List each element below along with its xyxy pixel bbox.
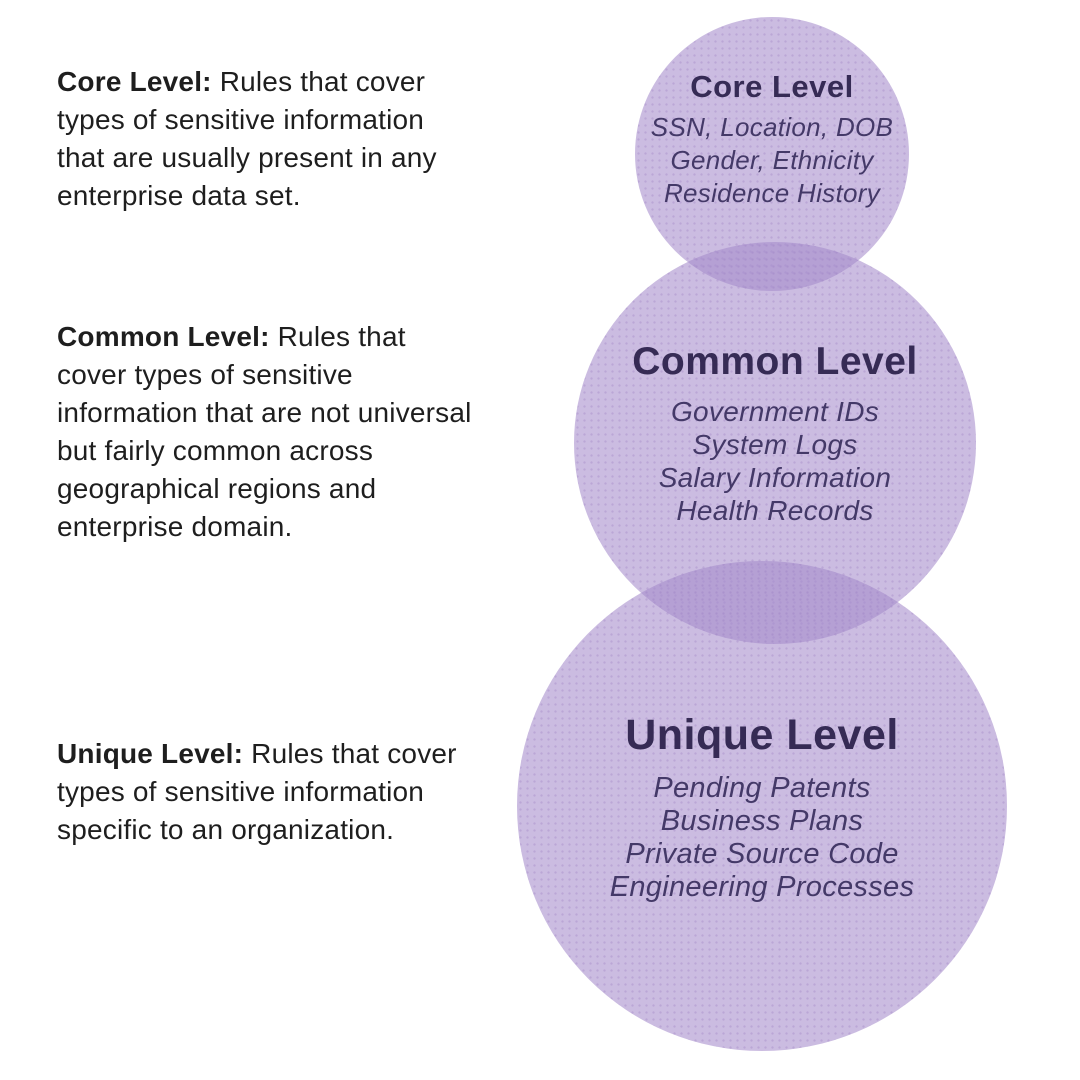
common-level-circle-title: Common Level [632,340,918,383]
unique-level-circle: Unique Level Pending Patents Business Pl… [517,561,1007,1051]
common-level-circle-items: Government IDs System Logs Salary Inform… [659,395,892,527]
common-level-description-label: Common Level: [57,321,270,352]
common-level-description-text: Rules that cover types of sensitive info… [57,321,472,542]
unique-level-description: Unique Level: Rules that cover types of … [57,735,477,849]
core-level-description-text: Rules that cover types of sensitive info… [57,66,437,211]
core-level-description-label: Core Level: [57,66,212,97]
core-level-circle: Core Level SSN, Location, DOB Gender, Et… [635,17,909,291]
circle-item: System Logs [692,428,858,460]
circle-item: Salary Information [658,461,892,493]
unique-level-description-label: Unique Level: [57,738,244,769]
unique-level-circle-title: Unique Level [625,711,899,759]
common-level-description: Common Level: Rules that cover types of … [57,318,477,546]
circle-item: Engineering Processes [609,871,915,904]
unique-level-description-text: Rules that cover types of sensitive info… [57,738,457,845]
circle-item: Pending Patents [653,772,871,805]
unique-level-circle-items: Pending Patents Business Plans Private S… [610,772,915,904]
circle-item: Health Records [676,494,874,526]
circle-item: Business Plans [660,805,864,838]
circle-item: Gender, Ethnicity [670,144,874,175]
circle-item: Private Source Code [625,838,899,871]
circle-item: SSN, Location, DOB [650,111,894,142]
circle-item: Residence History [663,177,881,208]
common-level-circle: Common Level Government IDs System Logs … [574,242,976,644]
core-level-description: Core Level: Rules that cover types of se… [57,63,477,215]
core-level-circle-title: Core Level [690,69,854,104]
core-level-circle-items: SSN, Location, DOB Gender, Ethnicity Res… [651,111,893,210]
circle-item: Government IDs [670,395,880,427]
